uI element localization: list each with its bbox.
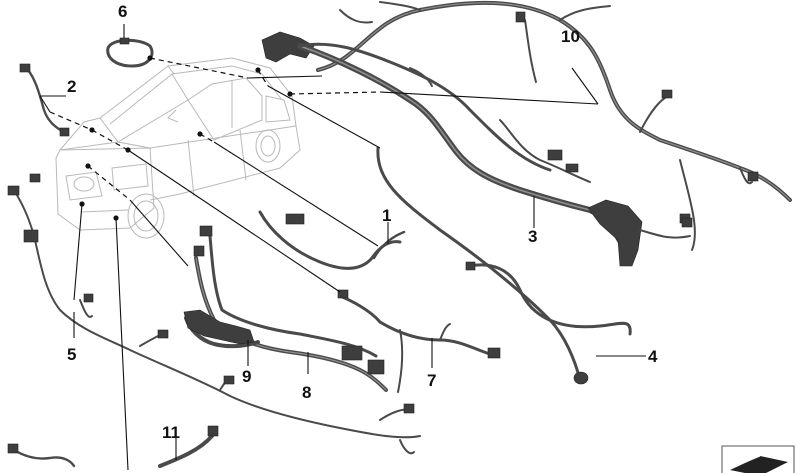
- harness-5: [7, 173, 421, 455]
- callout-4: 4: [648, 347, 658, 366]
- harness-3: [261, 9, 693, 267]
- callout-7: 7: [427, 371, 437, 390]
- harness-7: [337, 289, 501, 393]
- harness-10: [316, 0, 792, 251]
- harness-11: [7, 425, 219, 468]
- leader-lines: [39, 24, 646, 471]
- harness-4: [376, 146, 632, 385]
- callout-2: 2: [67, 77, 77, 96]
- harness-8: [193, 225, 388, 392]
- harness-6: [106, 37, 154, 68]
- callout-10: 10: [561, 27, 580, 46]
- harness-9: [183, 309, 260, 349]
- car-outline: [55, 57, 301, 239]
- callout-11: 11: [162, 423, 180, 442]
- callout-1: 1: [382, 206, 392, 225]
- callout-9: 9: [242, 367, 252, 386]
- callout-3: 3: [528, 227, 538, 246]
- reference-icon: [721, 445, 795, 473]
- harness-2: [19, 63, 70, 137]
- callout-5: 5: [67, 345, 77, 364]
- callout-8: 8: [302, 383, 312, 402]
- callout-6: 6: [118, 2, 128, 21]
